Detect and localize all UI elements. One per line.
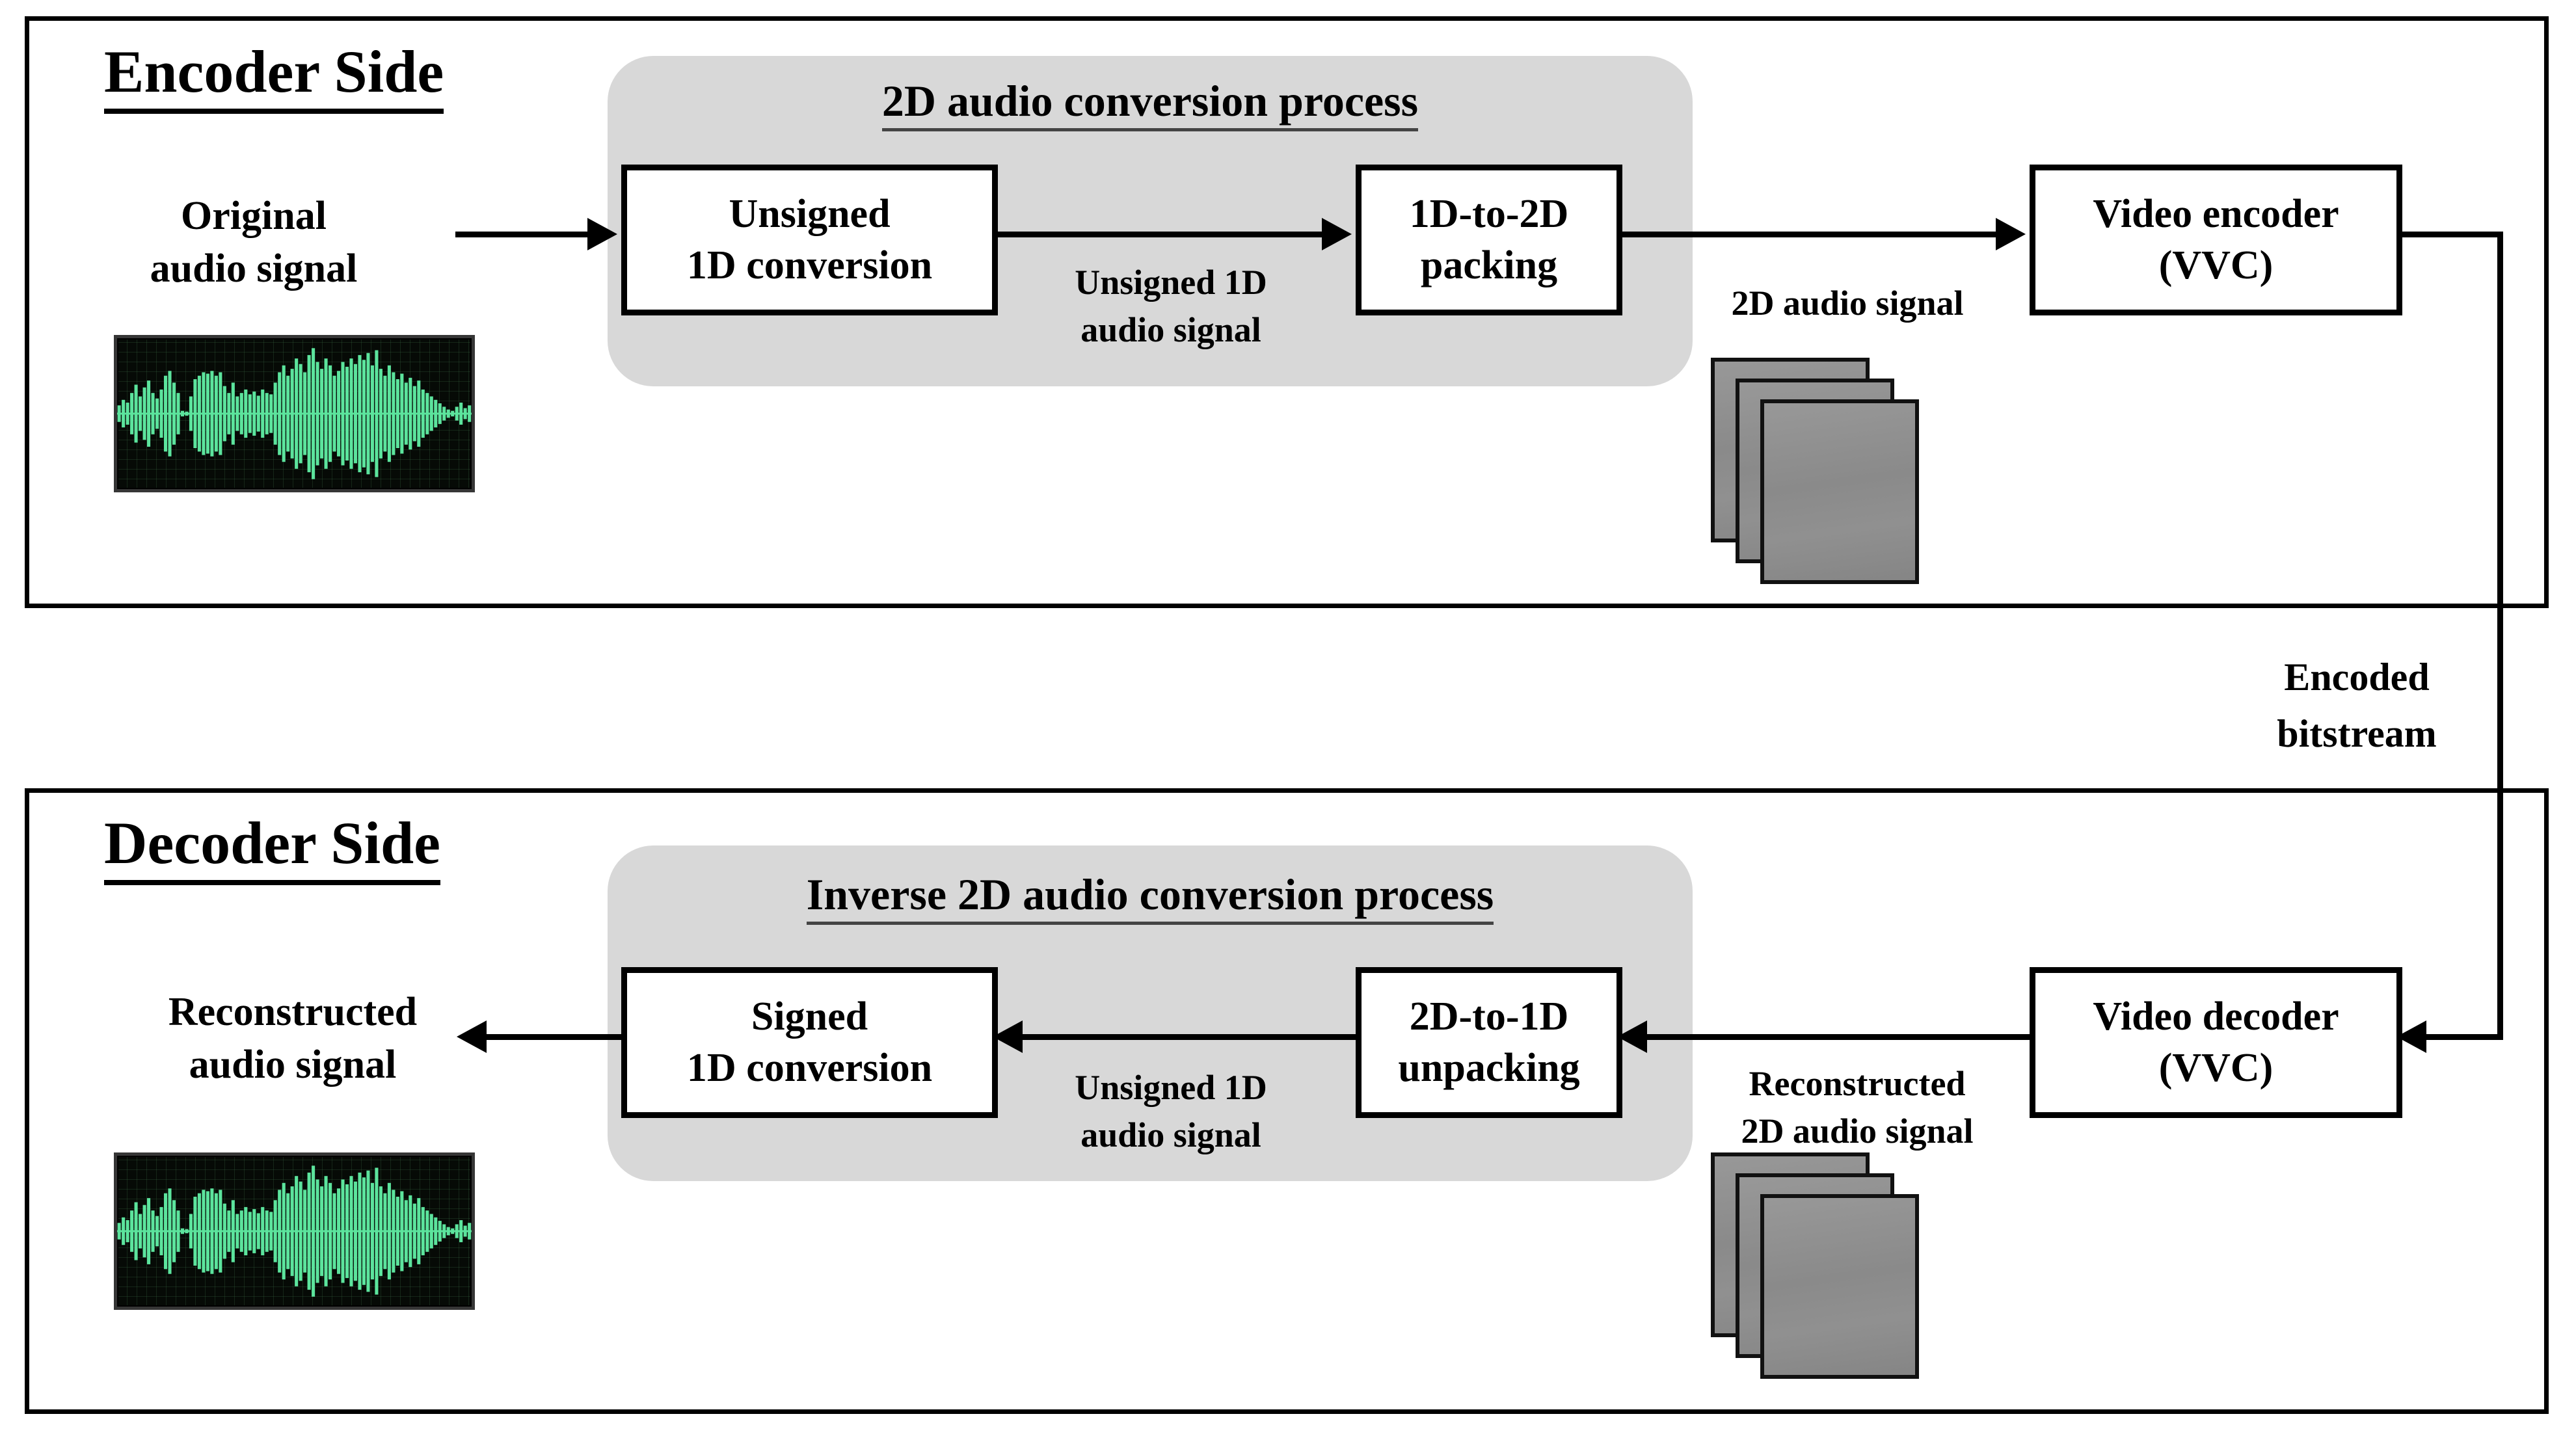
decoder-side-title-text: Decoder Side (104, 810, 441, 885)
original-audio-waveform-image (114, 335, 475, 492)
signed-1d-conversion-line1: Signed (751, 994, 868, 1039)
encoder-side-title: Encoder Side (104, 38, 444, 114)
reconstructed-2d-audio-signal-label: Reconstructed 2D audio signal (1669, 1060, 2046, 1155)
original-audio-signal-label: Original audio signal (85, 190, 423, 295)
original-audio-signal-line2: audio signal (150, 246, 358, 291)
reconstructed-2d-label-line2: 2D audio signal (1741, 1111, 1974, 1151)
2d-audio-signal-text: 2D audio signal (1731, 284, 1964, 323)
line-encoder-output (2394, 232, 2503, 237)
video-decoder-line1: Video decoder (2093, 994, 2339, 1039)
reconstructed-2d-label-line1: Reconstructed (1749, 1064, 1966, 1103)
encoder-mid-label-line2: audio signal (1080, 310, 1261, 349)
arrow-unsigned-to-packing (991, 232, 1324, 237)
decoder-mid-label-line1: Unsigned 1D (1075, 1068, 1267, 1107)
2d-to-1d-unpacking-box: 2D-to-1D unpacking (1356, 967, 1622, 1118)
encoder-panel (25, 16, 2549, 608)
encoder-mid-label-line1: Unsigned 1D (1075, 263, 1267, 302)
encoded-bitstream-line2: bitstream (2277, 712, 2437, 755)
1d-to-2d-packing-box: 1D-to-2D packing (1356, 165, 1622, 315)
decoder-mid-label-line2: audio signal (1080, 1115, 1261, 1154)
arrowhead-signed-to-output (457, 1020, 487, 1053)
decoder-unsigned-1d-audio-signal-label: Unsigned 1D audio signal (995, 1064, 1347, 1159)
decoder-conversion-group-title: Inverse 2D audio conversion process (608, 869, 1693, 925)
line-bitstream-vertical (2497, 232, 2503, 1040)
encoder-unsigned-1d-audio-signal-label: Unsigned 1D audio signal (995, 259, 1347, 354)
video-encoder-box: Video encoder (VVC) (2030, 165, 2402, 315)
video-encoder-line2: (VVC) (2158, 243, 2274, 287)
video-decoder-box: Video decoder (VVC) (2030, 967, 2402, 1118)
encoder-side-title-text: Encoder Side (104, 38, 444, 114)
arrow-signed-to-output (484, 1034, 621, 1040)
reconstructed-audio-signal-line1: Reconstructed (168, 990, 418, 1034)
arrowhead-original-to-unsigned (587, 218, 617, 250)
reconstructed-audio-waveform-image (114, 1152, 475, 1310)
reconstructed-audio-signal-line2: audio signal (189, 1042, 397, 1087)
encoded-bitstream-line1: Encoded (2284, 656, 2430, 699)
arrowhead-packing-to-encoder (1996, 218, 2026, 250)
encoded-bitstream-label: Encoded bitstream (2191, 649, 2523, 762)
2d-audio-signal-label: 2D audio signal (1659, 280, 2036, 327)
arrow-original-to-unsigned (455, 232, 590, 237)
signed-1d-conversion-box: Signed 1D conversion (621, 967, 998, 1118)
1d-to-2d-packing-line1: 1D-to-2D (1409, 191, 1569, 236)
unsigned-1d-conversion-box: Unsigned 1D conversion (621, 165, 998, 315)
1d-to-2d-packing-line2: packing (1420, 243, 1558, 287)
arrow-decoder-to-unpacking (1644, 1034, 2030, 1040)
original-audio-signal-line1: Original (181, 194, 327, 238)
signed-1d-conversion-line2: 1D conversion (686, 1046, 933, 1090)
encoder-conversion-group-title-text: 2D audio conversion process (881, 76, 1419, 131)
2d-to-1d-unpacking-line2: unpacking (1398, 1046, 1580, 1090)
2d-to-1d-unpacking-line1: 2D-to-1D (1409, 994, 1569, 1039)
arrow-unpacking-to-signed (1020, 1034, 1356, 1040)
video-decoder-line2: (VVC) (2158, 1046, 2274, 1090)
unsigned-1d-conversion-line2: 1D conversion (686, 243, 933, 287)
arrowhead-unsigned-to-packing (1322, 218, 1352, 250)
reconstructed-audio-signal-label: Reconstructed audio signal (78, 986, 507, 1091)
decoder-panel (25, 788, 2549, 1414)
arrow-packing-to-encoder (1616, 232, 1998, 237)
reconstructed-2d-frame-front-icon (1760, 1194, 1919, 1379)
decoder-conversion-group-title-text: Inverse 2D audio conversion process (806, 870, 1494, 925)
unsigned-1d-conversion-line1: Unsigned (729, 191, 891, 236)
video-encoder-line1: Video encoder (2093, 191, 2339, 236)
decoder-side-title: Decoder Side (104, 810, 441, 885)
line-decoder-input (2424, 1034, 2502, 1040)
encoder-conversion-group-title: 2D audio conversion process (608, 75, 1693, 131)
2d-frame-front-icon (1760, 399, 1919, 584)
